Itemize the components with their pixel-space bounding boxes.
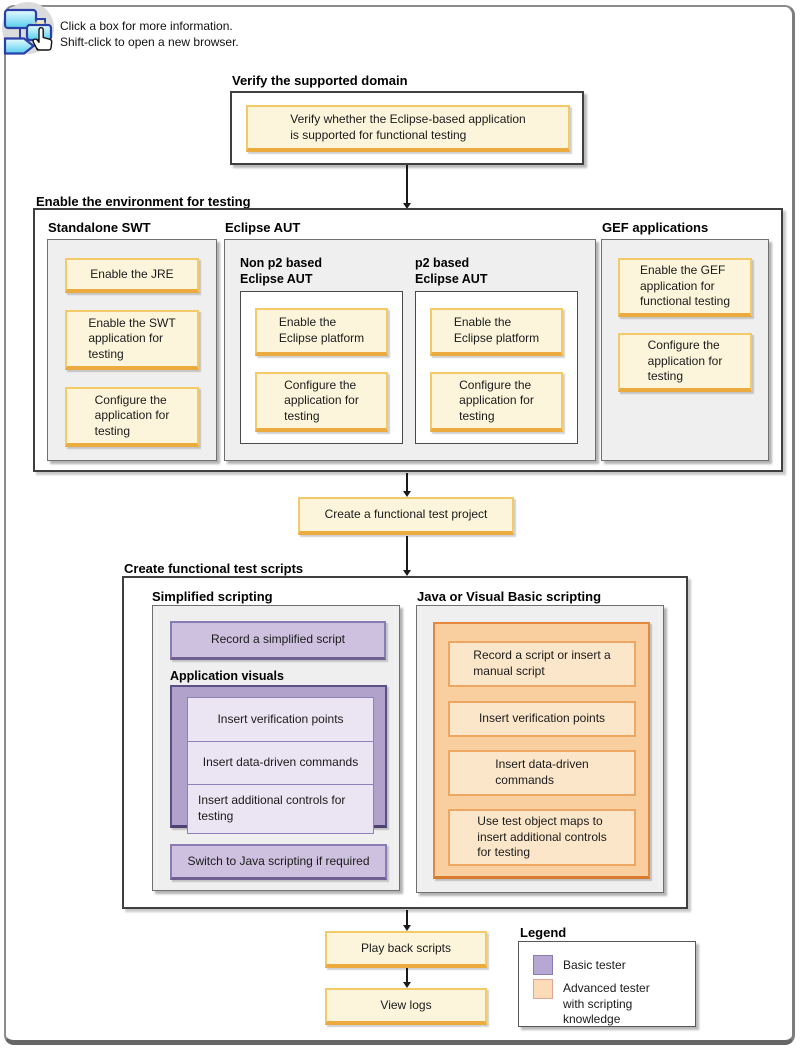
gef-enable-label: Enable the GEF application for functiona… — [639, 263, 731, 309]
enable-section-box: Standalone SWT Enable the JRE Enable the… — [33, 208, 783, 472]
verify-section-title: Verify the supported domain — [232, 73, 408, 88]
nonp2-box: Enable the Eclipse platform Configure th… — [240, 291, 403, 444]
switch-java-label: Switch to Java scripting if required — [187, 853, 370, 868]
record-script-label: Record a script or insert a manual scrip… — [473, 648, 611, 678]
instruction-line-1: Click a box for more information. — [60, 19, 233, 33]
p2-title: p2 based Eclipse AUT — [415, 256, 488, 286]
record-script-button[interactable]: Record a script or insert a manual scrip… — [448, 641, 636, 687]
scripts-section-title: Create functional test scripts — [124, 561, 304, 576]
record-simplified-button[interactable]: Record a simplified script — [170, 621, 386, 660]
nonp2-enable-platform-label: Enable the Eclipse platform — [278, 315, 365, 345]
verify-supported-button[interactable]: Verify whether the Eclipse-based applica… — [246, 105, 570, 152]
enable-jre-label: Enable the JRE — [90, 266, 174, 281]
nonp2-configure-label: Configure the application for testing — [284, 377, 359, 423]
view-logs-label: View logs — [380, 997, 432, 1012]
eclipse-aut-group-box: Non p2 based Eclipse AUT Enable the Ecli… — [224, 239, 596, 461]
p2-configure-button[interactable]: Configure the application for testing — [430, 372, 563, 432]
enable-swt-app-button[interactable]: Enable the SWT application for testing — [65, 310, 199, 370]
insert-data-driven-item[interactable]: Insert data-driven commands — [187, 741, 374, 785]
scripts-section-box: Simplified scripting Record a simplified… — [122, 576, 688, 909]
flow-arrow-4 — [403, 910, 410, 931]
p2-configure-label: Configure the application for testing — [459, 377, 534, 423]
java-insert-verification-label: Insert verification points — [478, 711, 606, 726]
java-test-object-maps-label: Use test object maps to insert additiona… — [477, 814, 607, 860]
simplified-box: Record a simplified script Application v… — [152, 605, 400, 891]
verify-section-box: Verify whether the Eclipse-based applica… — [230, 91, 584, 165]
playback-button[interactable]: Play back scripts — [325, 931, 487, 968]
flow-arrow-5 — [403, 968, 410, 988]
enable-section-title: Enable the environment for testing — [36, 194, 251, 209]
legend-title: Legend — [520, 925, 567, 940]
insert-additional-controls-label: Insert additional controls for testing — [198, 793, 346, 823]
gef-group-title: GEF applications — [602, 220, 709, 235]
legend-basic-label: Basic tester — [563, 958, 626, 972]
create-project-label: Create a functional test project — [324, 507, 488, 522]
java-vb-panel: Record a script or insert a manual scrip… — [433, 622, 650, 879]
gef-enable-button[interactable]: Enable the GEF application for functiona… — [618, 258, 752, 317]
swt-group-title: Standalone SWT — [48, 220, 151, 235]
flow-arrow-3 — [403, 536, 410, 576]
legend-box: Basic tester Advanced tester with script… — [518, 941, 696, 1027]
clickable-map-icon — [1, 1, 55, 55]
application-visuals-panel: Insert verification points Insert data-d… — [170, 685, 387, 834]
nonp2-configure-button[interactable]: Configure the application for testing — [255, 372, 388, 432]
gef-group-box: Enable the GEF application for functiona… — [601, 239, 769, 461]
instruction-note: Click a box for more information. Shift-… — [60, 18, 320, 50]
swt-group-box: Enable the JRE Enable the SWT applicatio… — [47, 239, 217, 461]
simplified-title: Simplified scripting — [152, 589, 273, 604]
application-visuals-title: Application visuals — [170, 669, 284, 683]
java-insert-data-driven-label: Insert data-driven commands — [495, 757, 589, 787]
legend-advanced-label: Advanced tester with scripting knowledge — [563, 981, 650, 1027]
record-simplified-label: Record a simplified script — [210, 632, 346, 647]
p2-box: Enable the Eclipse platform Configure th… — [415, 291, 578, 444]
flow-arrow-2 — [403, 473, 410, 497]
eclipse-aut-group-title: Eclipse AUT — [225, 220, 301, 235]
java-test-object-maps-button[interactable]: Use test object maps to insert additiona… — [448, 809, 636, 866]
enable-jre-button[interactable]: Enable the JRE — [65, 258, 199, 293]
java-vb-title: Java or Visual Basic scripting — [417, 589, 602, 604]
insert-verification-points-item[interactable]: Insert verification points — [187, 697, 374, 742]
instruction-line-2: Shift-click to open a new browser. — [60, 35, 239, 50]
java-insert-verification-button[interactable]: Insert verification points — [448, 701, 636, 737]
view-logs-button[interactable]: View logs — [325, 988, 487, 1025]
legend-advanced-swatch — [533, 979, 553, 999]
insert-data-driven-label: Insert data-driven commands — [202, 755, 359, 770]
swt-configure-app-label: Configure the application for testing — [94, 392, 170, 438]
gef-configure-button[interactable]: Configure the application for testing — [618, 333, 752, 392]
enable-swt-app-label: Enable the SWT application for testing — [88, 315, 176, 361]
verify-supported-label: Verify whether the Eclipse-based applica… — [290, 111, 526, 142]
swt-configure-app-button[interactable]: Configure the application for testing — [65, 387, 199, 447]
hand-cursor-icon — [32, 27, 53, 51]
p2-enable-platform-label: Enable the Eclipse platform — [453, 315, 540, 345]
java-vb-box: Record a script or insert a manual scrip… — [416, 605, 664, 893]
java-insert-data-driven-button[interactable]: Insert data-driven commands — [448, 750, 636, 796]
switch-java-button[interactable]: Switch to Java scripting if required — [170, 844, 387, 880]
p2-enable-platform-button[interactable]: Enable the Eclipse platform — [430, 308, 563, 356]
page-border — [4, 5, 795, 1045]
playback-label: Play back scripts — [360, 940, 452, 955]
gef-configure-label: Configure the application for testing — [647, 338, 723, 384]
insert-verification-points-label: Insert verification points — [217, 711, 344, 726]
nonp2-title: Non p2 based Eclipse AUT — [240, 256, 322, 286]
insert-additional-controls-item[interactable]: Insert additional controls for testing — [187, 784, 374, 834]
nonp2-enable-platform-button[interactable]: Enable the Eclipse platform — [255, 308, 388, 356]
flow-arrow-1 — [403, 165, 410, 209]
create-project-button[interactable]: Create a functional test project — [298, 497, 514, 535]
legend-basic-swatch — [533, 955, 553, 975]
